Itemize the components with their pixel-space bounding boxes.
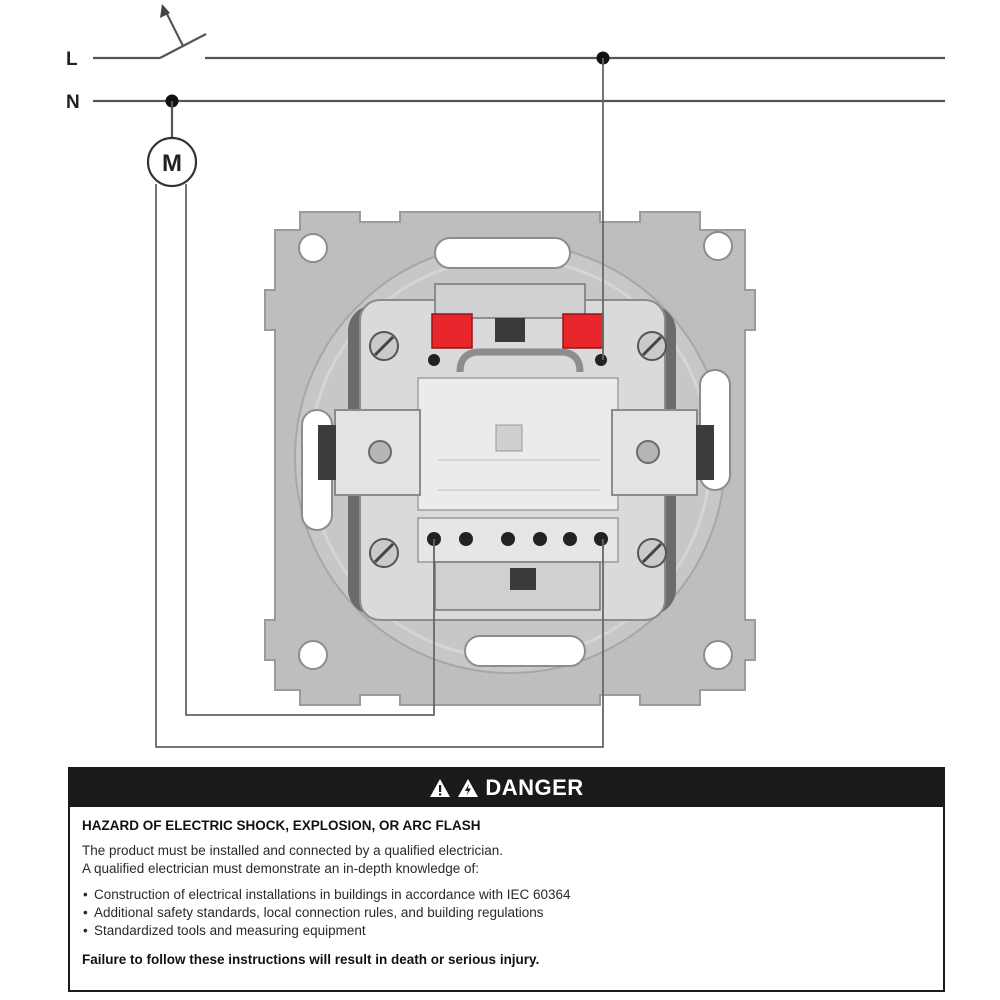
terminal-hole	[563, 532, 577, 546]
list-item: Additional safety standards, local conne…	[82, 904, 931, 922]
screw	[369, 538, 399, 568]
terminal-hole	[533, 532, 547, 546]
terminal-hole	[595, 354, 607, 366]
frame-hole	[703, 640, 733, 670]
screw	[637, 331, 667, 361]
frame-hole	[298, 640, 328, 670]
screw	[637, 538, 667, 568]
wiring-diagram: L N M	[66, 4, 945, 748]
requirements-list: Construction of electrical installations…	[82, 886, 931, 940]
frame-hole	[703, 231, 733, 261]
terminal-hole	[594, 532, 608, 546]
terminal-hole	[428, 354, 440, 366]
frame-slot-top	[434, 237, 571, 269]
danger-header: DANGER	[70, 769, 943, 807]
frame-slot-bottom	[464, 635, 586, 667]
switch-mechanism	[318, 283, 714, 621]
danger-warning-box: DANGER HAZARD OF ELECTRIC SHOCK, EXPLOSI…	[68, 767, 945, 992]
list-item: Construction of electrical installations…	[82, 886, 931, 904]
push-terminal-red-left	[431, 313, 473, 349]
danger-title: DANGER	[485, 775, 584, 800]
motor-label: M	[162, 150, 182, 177]
frame-hole	[298, 233, 328, 263]
warning-triangle-icon	[430, 779, 451, 797]
electric-hazard-icon	[458, 779, 479, 797]
wire-motor-to-terminal-1	[185, 184, 435, 716]
line-label-L: L	[66, 49, 78, 70]
terminal-hole	[459, 532, 473, 546]
consequence-statement: Failure to follow these instructions wil…	[82, 952, 540, 967]
wire-motor-to-terminal-2	[155, 184, 604, 748]
switch-arrow-head	[160, 4, 170, 18]
motor-symbol	[146, 136, 198, 188]
intro-line: A qualified electrician must demonstrate…	[82, 861, 479, 876]
screw	[369, 331, 399, 361]
line-label-N: N	[66, 92, 80, 113]
supply-line-L	[93, 4, 945, 60]
hazard-title: HAZARD OF ELECTRIC SHOCK, EXPLOSION, OR …	[82, 818, 481, 833]
danger-body: HAZARD OF ELECTRIC SHOCK, EXPLOSION, OR …	[70, 807, 943, 969]
terminal-hole	[501, 532, 515, 546]
intro-line: The product must be installed and connec…	[82, 843, 504, 858]
push-terminal-red-right	[562, 313, 604, 349]
list-item: Standardized tools and measuring equipme…	[82, 922, 931, 940]
